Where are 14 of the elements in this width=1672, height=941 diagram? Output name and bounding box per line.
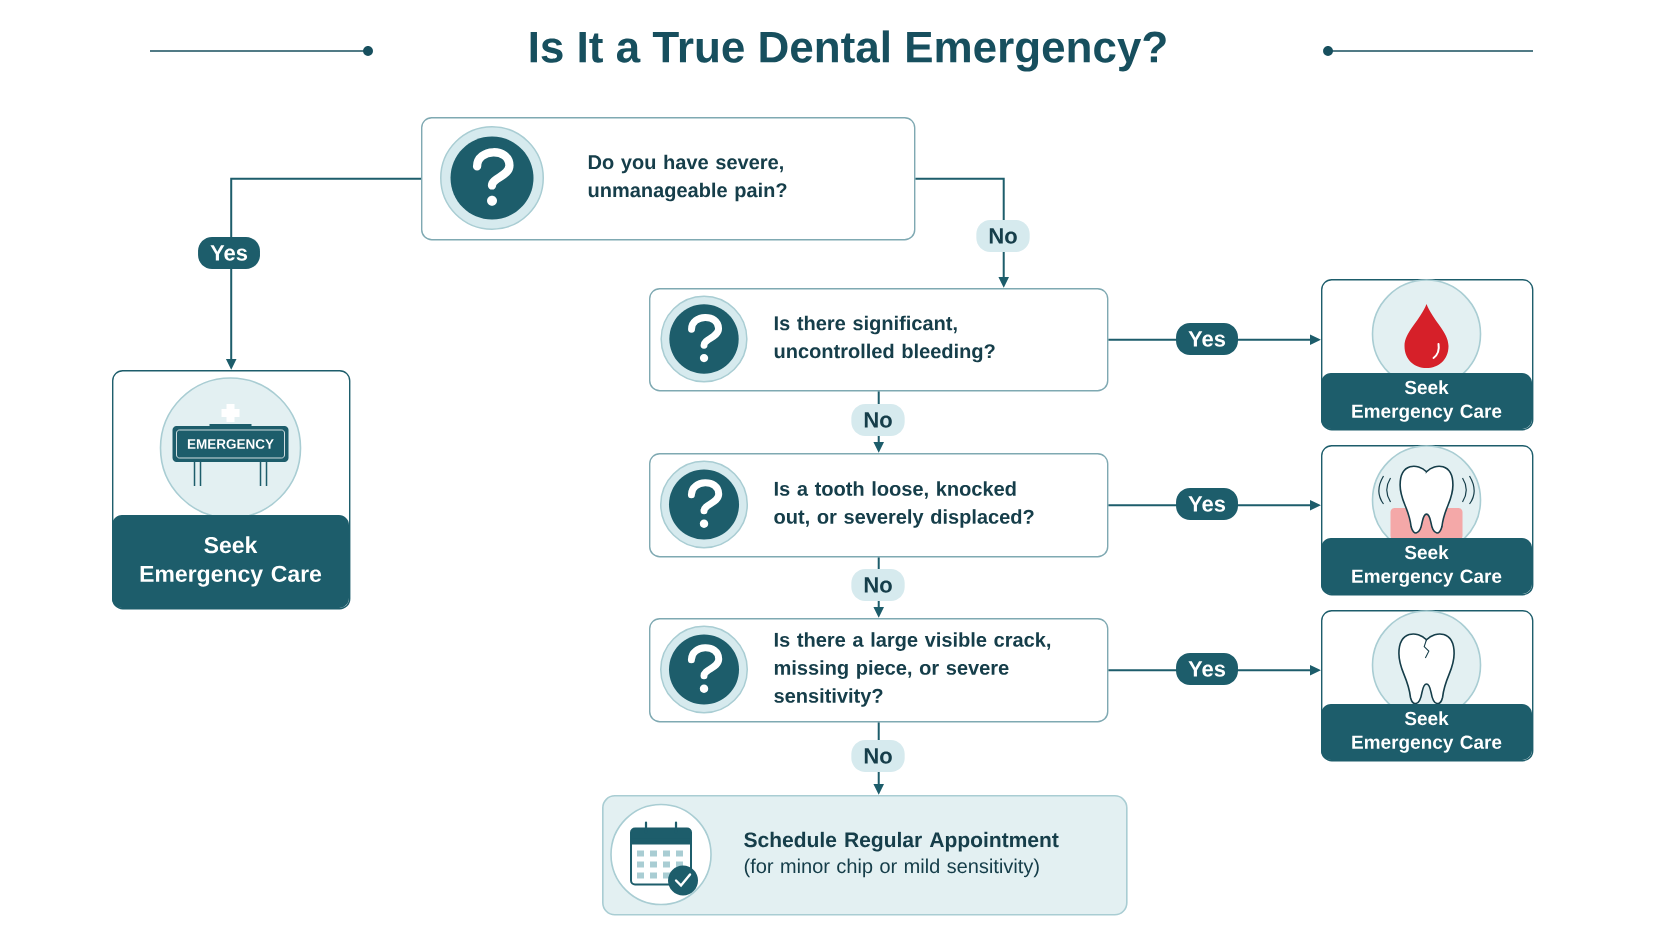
emergency-sign: EMERGENCY bbox=[159, 377, 302, 519]
edge-label: Yes bbox=[198, 237, 260, 269]
title: Is It a True Dental Emergency? bbox=[530, 30, 1166, 72]
result-band: Seek Emergency Care bbox=[1321, 538, 1532, 594]
result-band: Seek Emergency Care bbox=[1321, 704, 1532, 760]
edge-label: No bbox=[851, 740, 905, 772]
edge-label: No bbox=[976, 220, 1030, 252]
result-band: Seek Emergency Care bbox=[1321, 373, 1532, 429]
edge-label: Yes bbox=[1176, 653, 1238, 685]
edge-label: No bbox=[851, 404, 905, 436]
edge-label: Yes bbox=[1176, 323, 1238, 355]
edge-label: No bbox=[851, 569, 905, 601]
result-band: Seek Emergency Care bbox=[112, 515, 349, 608]
edge-label: Yes bbox=[1176, 488, 1238, 520]
